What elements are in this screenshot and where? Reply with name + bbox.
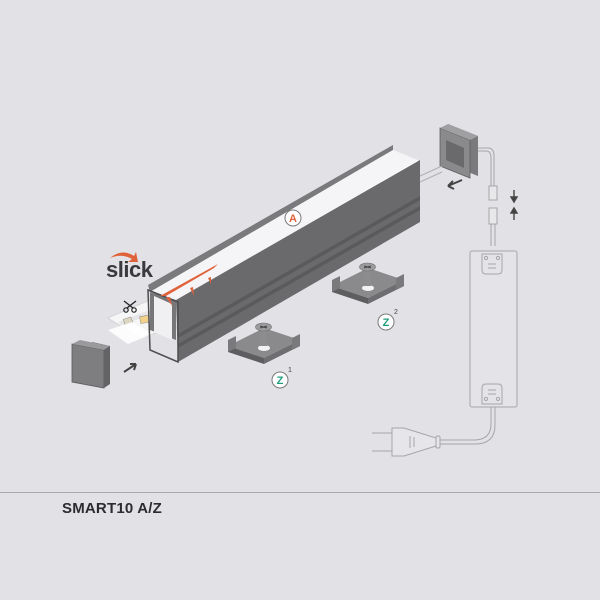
brand-logo-text: slick bbox=[106, 257, 153, 282]
press-together-icon bbox=[509, 190, 519, 220]
clip-label-1-index: 1 bbox=[288, 367, 292, 374]
clip-label-2-letter: Z bbox=[383, 317, 390, 329]
end-cap-right bbox=[419, 124, 478, 183]
diffuser-label: A bbox=[284, 209, 302, 227]
divider bbox=[0, 492, 600, 493]
clip-label-2-index: 2 bbox=[394, 309, 398, 316]
mounting-clip-2 bbox=[332, 262, 404, 304]
end-cap-left bbox=[71, 340, 110, 389]
aluminium-profile bbox=[147, 145, 420, 364]
power-plug bbox=[372, 427, 441, 457]
product-name: SMART10 A/Z bbox=[62, 500, 162, 517]
scissors-icon bbox=[123, 300, 137, 313]
led-driver bbox=[440, 250, 518, 445]
brand-logo-swoosh bbox=[110, 252, 138, 262]
clip-label-2: Z 2 bbox=[377, 309, 398, 331]
clip-label-1: Z 1 bbox=[271, 367, 292, 389]
mounting-clip-1 bbox=[228, 322, 300, 364]
arrow-icon bbox=[123, 363, 137, 373]
power-cable bbox=[478, 147, 498, 246]
arrow-icon bbox=[447, 179, 463, 190]
diffuser-label-letter: A bbox=[289, 213, 297, 225]
clip-label-1-letter: Z bbox=[277, 375, 284, 387]
